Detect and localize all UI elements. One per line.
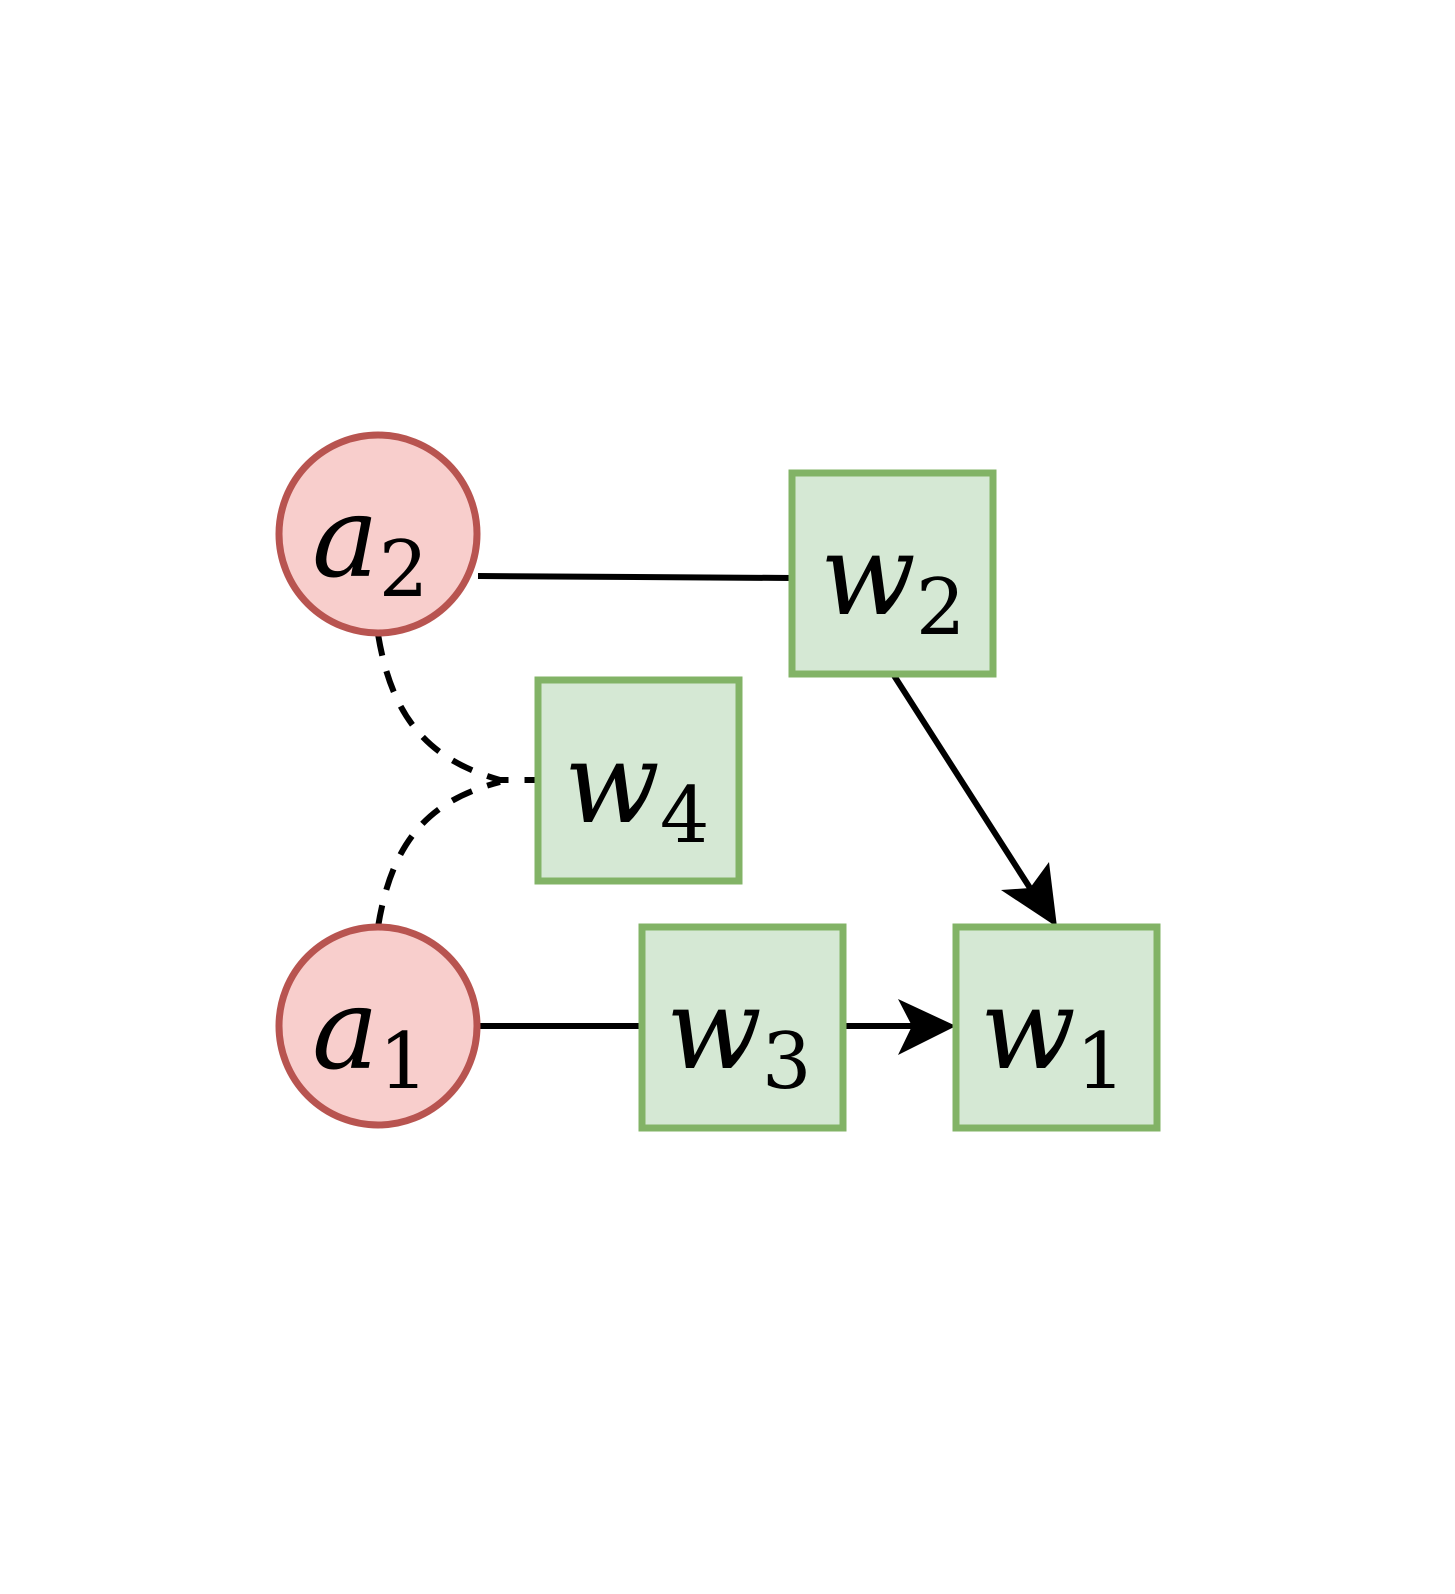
edge-a2-w2	[477, 573, 793, 581]
svg-text:w2: w2	[820, 511, 966, 653]
node-w3-base: w	[666, 965, 762, 1095]
node-w1-sub: 1	[1076, 1017, 1126, 1107]
node-a2-base: a	[312, 473, 379, 603]
edge-w2-w1	[890, 672, 1033, 890]
node-w4-shape	[534, 676, 743, 885]
edges	[375, 573, 1057, 1055]
node-a2: a2	[275, 431, 481, 637]
node-a1: a1	[275, 923, 481, 1129]
edge-a2-w4-dashed	[375, 633, 540, 783]
node-a1-base: a	[312, 965, 379, 1095]
node-a1-sub: 1	[379, 1017, 429, 1107]
node-a1-shape	[275, 923, 481, 1129]
node-w4-sub: 4	[660, 771, 710, 861]
node-w1-base: w	[980, 965, 1076, 1095]
node-w2-sub: 2	[916, 563, 966, 653]
node-w1: w1	[952, 923, 1161, 1132]
node-w2-shape	[788, 469, 997, 678]
node-w3-sub: 3	[762, 1017, 812, 1107]
svg-text:w3: w3	[666, 965, 812, 1107]
svg-text:w4: w4	[564, 719, 710, 861]
node-w4-base: w	[564, 719, 660, 849]
node-w2: w2	[788, 469, 997, 678]
node-a2-sub: 2	[379, 525, 429, 615]
edge-a1-w4-dashed	[375, 779, 501, 928]
node-w1-shape	[952, 923, 1161, 1132]
node-a2-shape	[275, 431, 481, 637]
node-w3: w3	[638, 923, 847, 1132]
svg-text:a2: a2	[312, 473, 428, 615]
edge-w3-w1-arrowhead	[898, 999, 956, 1055]
svg-text:a1: a1	[312, 965, 428, 1107]
svg-text:w1: w1	[980, 965, 1126, 1107]
edge-w2-w1-arrowhead	[1001, 862, 1057, 927]
node-w3-shape	[638, 923, 847, 1132]
node-w2-base: w	[820, 511, 916, 641]
node-w4: w4	[534, 676, 743, 885]
